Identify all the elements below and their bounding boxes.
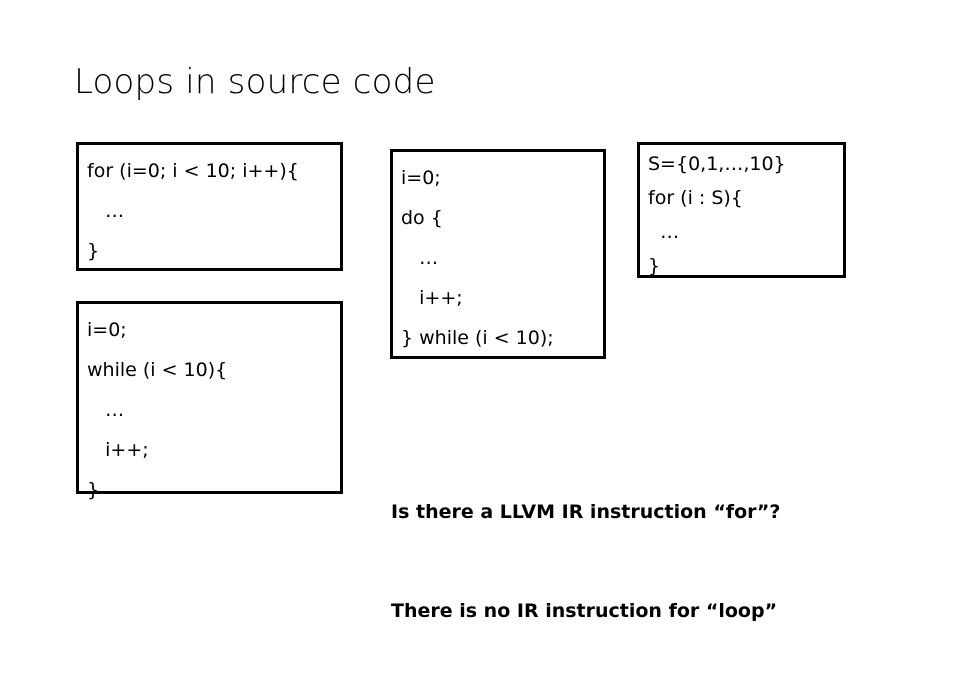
code-line: for (i : S){ [648, 187, 743, 209]
code-line: i=0; [87, 319, 127, 341]
code-line: S={0,1,…,10} [648, 153, 786, 175]
code-line: } while (i < 10); [401, 327, 554, 349]
code-line: do { [401, 207, 443, 229]
code-box-while-loop: i=0; while (i < 10){ … i++; } [76, 301, 343, 501]
code-box-range-for-loop: S={0,1,…,10} for (i : S){ … } [637, 142, 846, 278]
code-line: i++; [87, 439, 149, 461]
code-line: i=0; [401, 167, 441, 189]
code-line: } [87, 240, 100, 262]
note-line-question: Is there a LLVM IR instruction “for”? [391, 501, 781, 523]
code-line: for (i=0; i < 10; i++){ [87, 160, 299, 182]
code-line: } [87, 479, 100, 501]
code-line: … [648, 221, 680, 243]
page-title: Loops in source code [74, 62, 436, 102]
note-block: Is there a LLVM IR instruction “for”? Th… [391, 430, 780, 694]
code-line: … [87, 200, 125, 222]
code-line: … [401, 247, 439, 269]
note-line-answer: There is no IR instruction for “loop” [391, 600, 778, 622]
code-line: … [87, 399, 125, 421]
code-line: while (i < 10){ [87, 359, 228, 381]
code-box-for-loop: for (i=0; i < 10; i++){ … } [76, 142, 343, 271]
code-box-do-while-loop: i=0; do { … i++; } while (i < 10); [390, 149, 606, 359]
code-line: } [648, 255, 661, 277]
code-line: i++; [401, 287, 463, 309]
slide-canvas: Loops in source code for (i=0; i < 10; i… [74, 62, 846, 622]
